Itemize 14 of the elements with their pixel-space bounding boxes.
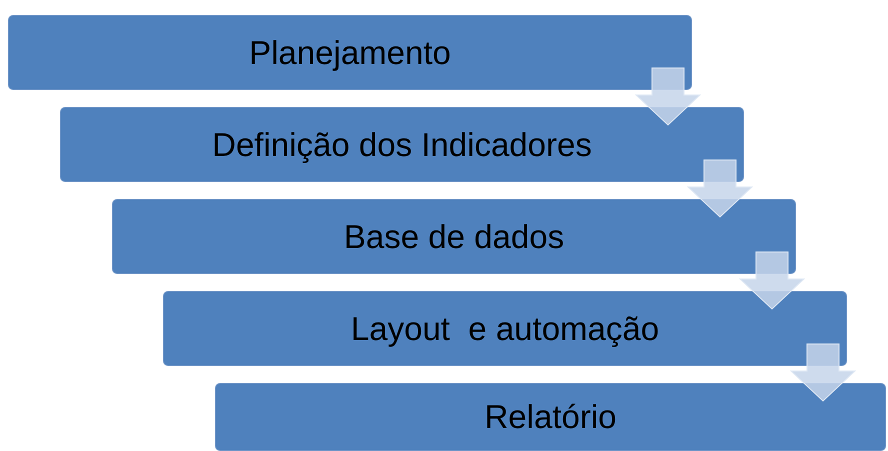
step-box — [112, 199, 796, 274]
step-label: Base de dados — [344, 218, 564, 256]
step-box — [8, 15, 692, 90]
step-label: Relatório — [484, 398, 617, 436]
step-label: Layout e automação — [350, 310, 660, 348]
step-label: Planejamento — [249, 34, 451, 72]
step-box — [215, 383, 886, 451]
step-box — [163, 291, 847, 366]
step-box — [60, 107, 744, 182]
block-arrow — [686, 160, 754, 218]
block-arrow — [790, 344, 856, 402]
block-arrow — [634, 68, 702, 126]
block-arrow — [738, 252, 806, 310]
step-label: Definição dos Indicadores — [212, 126, 592, 164]
